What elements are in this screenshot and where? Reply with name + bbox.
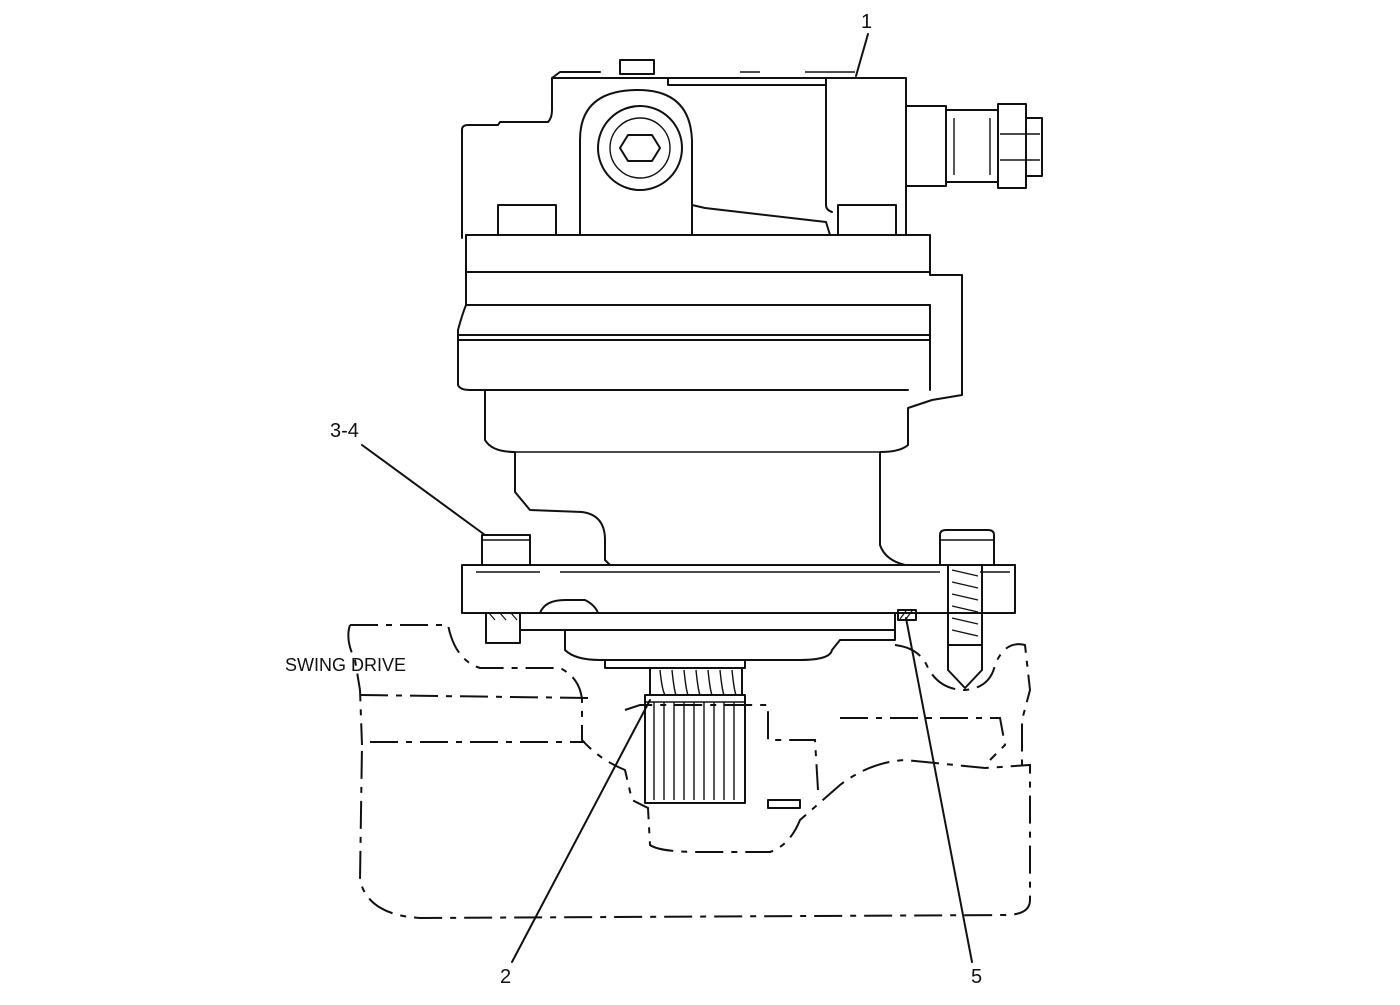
mounting-flange <box>461 564 1016 669</box>
flange-bolt-right <box>939 529 1016 689</box>
swing-drive-label: SWING DRIVE <box>285 655 407 675</box>
callout-1-label: 1 <box>861 11 873 33</box>
callout-5-label: 5 <box>971 966 983 988</box>
valve-block <box>461 59 1043 239</box>
callout-2-label: 2 <box>500 966 512 988</box>
callout-3-4-label: 3-4 <box>330 420 359 442</box>
leader-lines <box>361 33 973 963</box>
motor-body <box>457 234 963 566</box>
flange-bolt-left <box>481 534 531 644</box>
output-pinion <box>644 667 801 809</box>
swing-drive-housing-outline <box>347 624 1032 920</box>
